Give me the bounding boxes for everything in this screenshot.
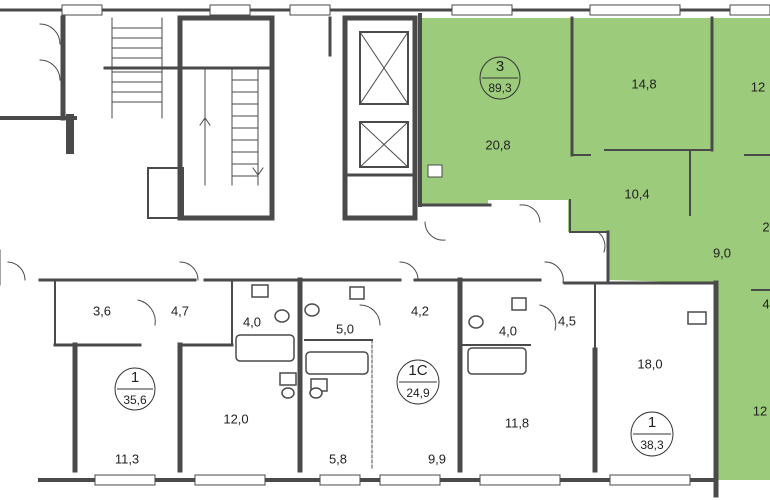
room-area-label: 10,4 [624,186,649,201]
room-area-label: 12 [751,79,765,94]
stair-core [0,15,275,286]
apartment-3-walls [418,13,770,498]
apartment-number: 1 [648,414,656,431]
doors [7,23,606,331]
room-area-label: 12 [753,403,767,418]
room-area-label: 18,0 [637,356,662,371]
room-area-label: 11,8 [505,415,529,430]
room-area-label: 20,8 [485,137,510,152]
room-area-label: 11,3 [115,451,139,466]
room-area-label: 4 [762,296,769,311]
bottom-windows [94,474,691,486]
elevator-shafts [328,15,418,221]
top-windows [61,4,770,16]
apartment-3-fill[interactable] [422,18,770,480]
room-area-label: 2 [762,219,769,234]
room-area-label: 4,0 [499,323,517,338]
apartment-badge-3[interactable]: 3 89,3 [479,56,521,100]
apartment-badge-1c[interactable]: 1С 24,9 [396,359,440,405]
room-area-label: 4,0 [243,314,261,329]
room-area-label: 9,9 [428,451,446,466]
room-area-label: 9,0 [713,245,731,260]
room-area-label: 5,8 [329,451,347,466]
apartment-badges: 3 89,3 1 35,6 1С 24,9 1 38,3 [114,56,674,457]
apartment-badge-1-right[interactable]: 1 38,3 [630,411,674,457]
bathroom-fixtures [235,284,707,399]
room-area-label: 3,6 [93,303,111,318]
room-area-label: 4,7 [171,303,189,318]
apartment-number: 3 [496,58,504,75]
apartment-area: 24,9 [406,386,430,400]
apartment-badge-1-left[interactable]: 1 35,6 [114,367,156,411]
room-area-label: 4,5 [558,313,576,328]
apartment-number: 1С [408,362,427,379]
room-area-label: 5,0 [336,321,354,336]
apartment-area: 89,3 [488,81,512,95]
apartment-area: 38,3 [640,438,664,452]
room-labels: 20,8 14,8 12 10,4 9,0 2 4 12 3,6 4,7 4,0… [93,76,770,466]
apartment-area: 35,6 [123,393,147,407]
room-area-label: 12,0 [223,411,248,426]
room-area-label: 4,2 [411,303,429,318]
apartment-number: 1 [131,369,139,386]
room-area-label: 14,8 [631,76,656,91]
